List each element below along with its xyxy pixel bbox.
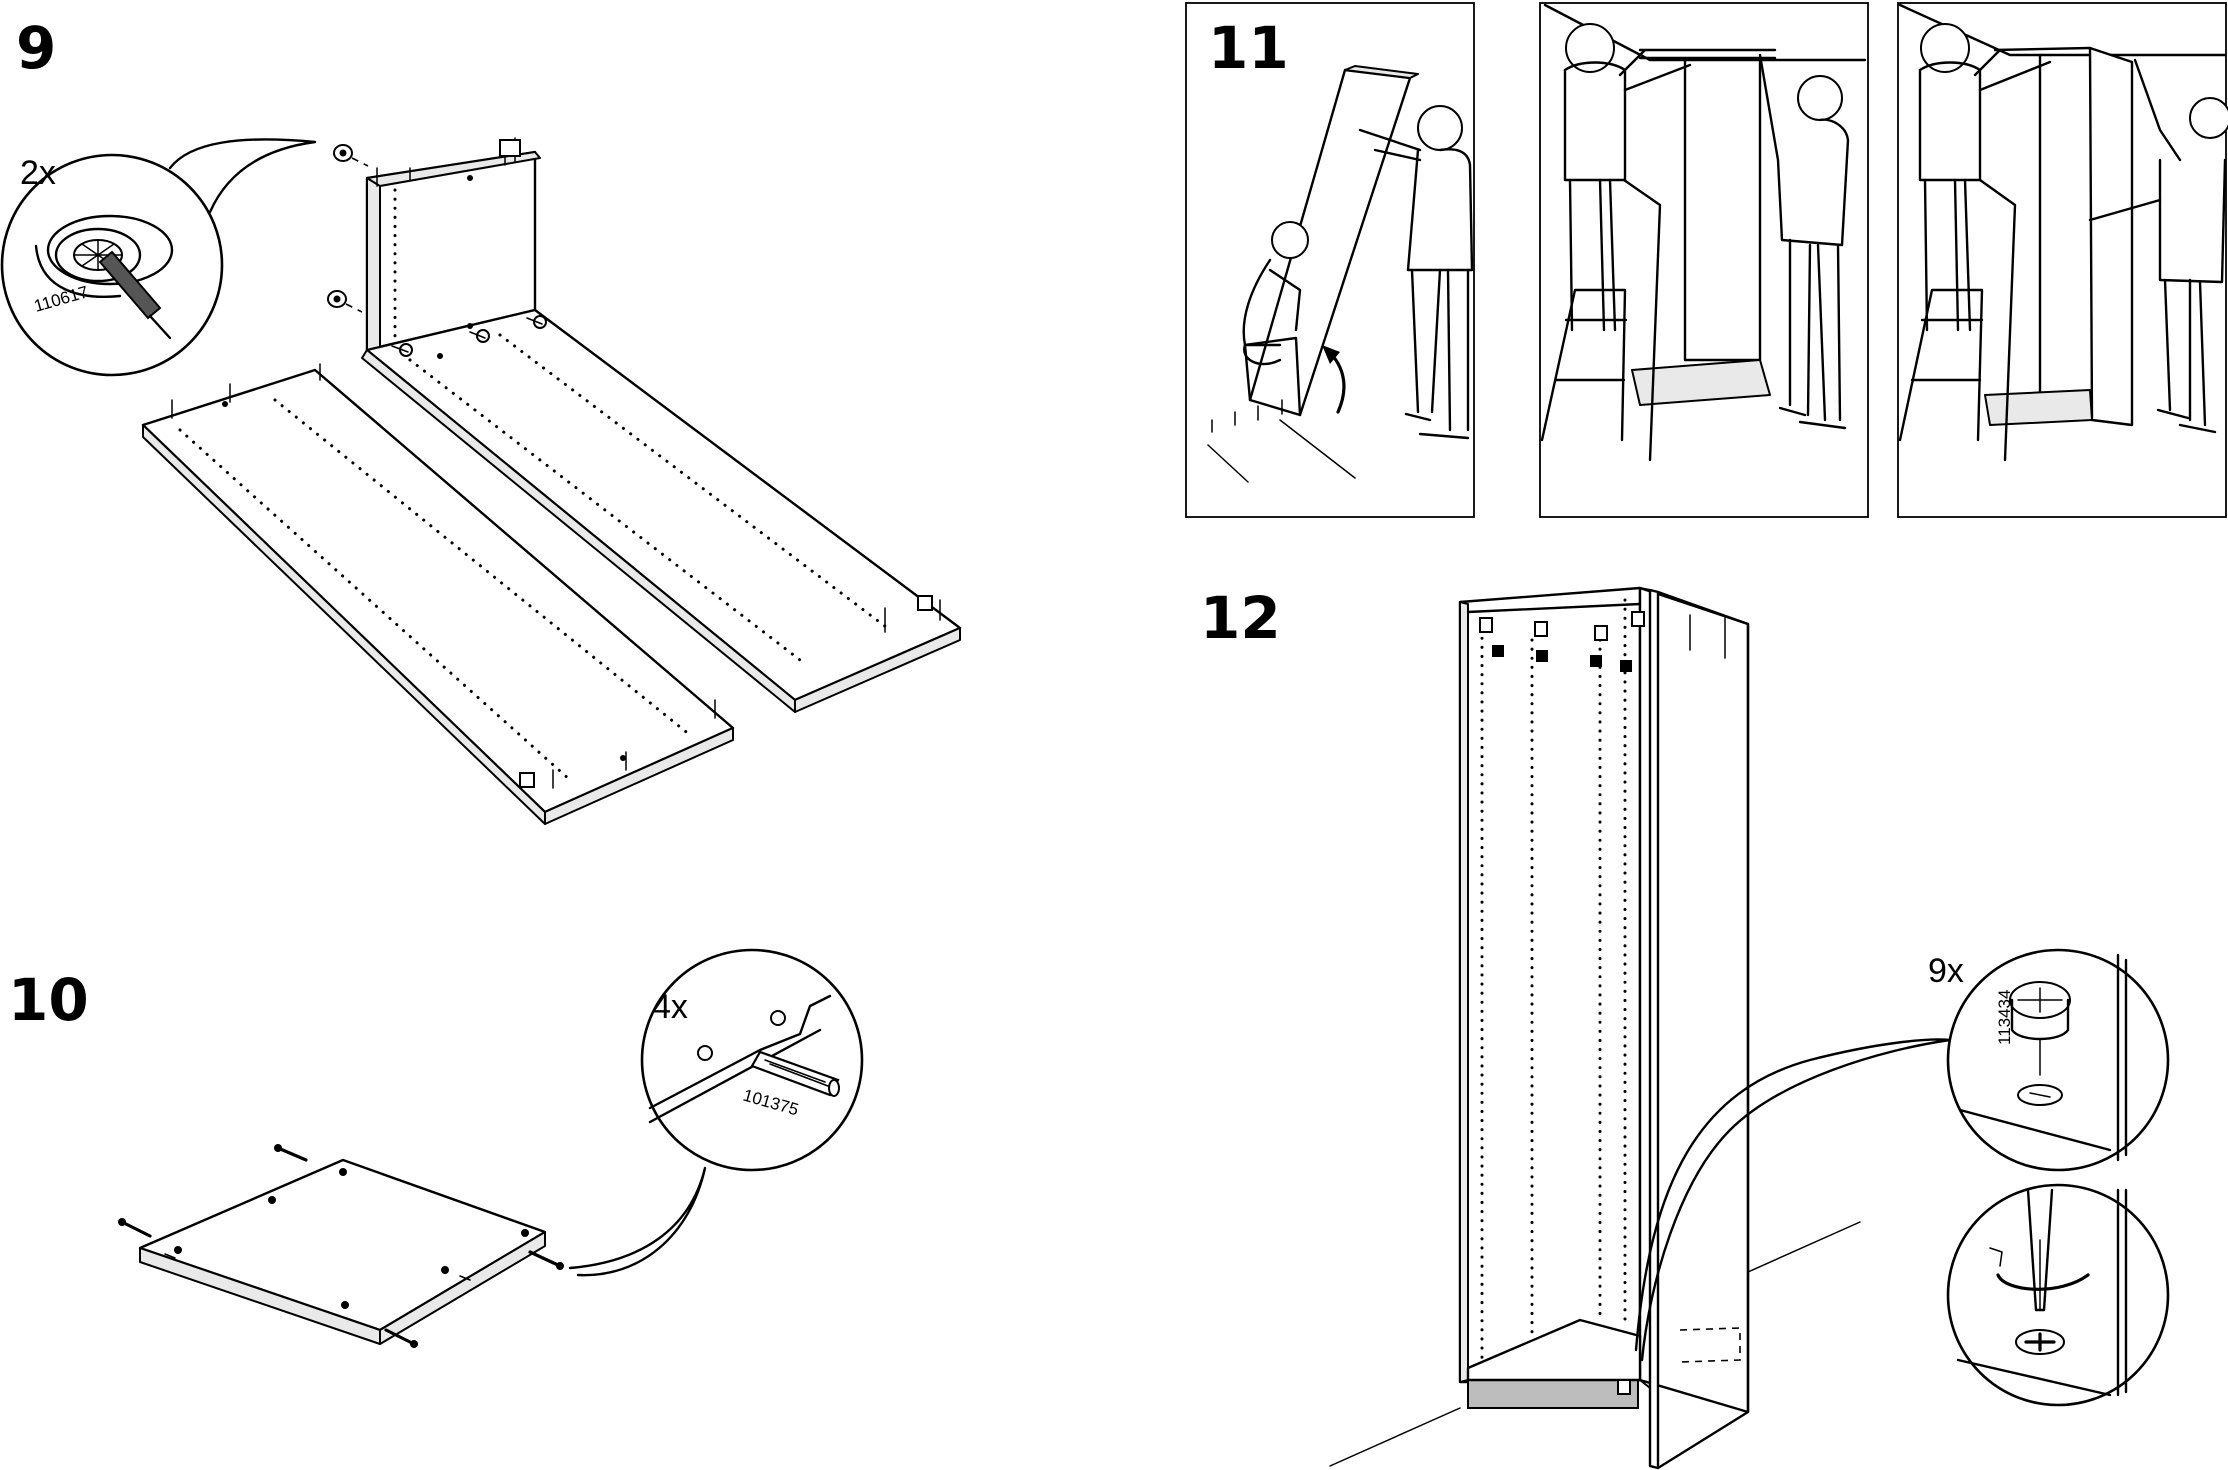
person-kneeling	[1242, 221, 1309, 366]
step-9: 9 2x 110617	[0, 14, 962, 825]
callout-quantity: 4x	[652, 988, 688, 1026]
callout-cam-turn	[1946, 1183, 2170, 1407]
cam-locks-top	[1479, 611, 1645, 1395]
step-10: 10 4x	[8, 948, 864, 1348]
glide-foot-lower	[327, 290, 363, 313]
rotate-arrow-icon	[1996, 1273, 2090, 1291]
callout-quantity: 9x	[1928, 952, 1964, 990]
long-panel-left	[141, 363, 735, 825]
side-panel-upright	[365, 137, 541, 357]
tilting-cabinet	[1207, 65, 1419, 483]
step-number-11: 11	[1208, 14, 1289, 82]
callout-part-number: 113434	[1995, 990, 2014, 1045]
person-on-ladder-2	[1540, 23, 1692, 462]
cabinet-standing-2	[1543, 3, 1867, 406]
step-11-panel-2	[1539, 2, 1869, 518]
cabinet-standing-3	[1898, 3, 2227, 427]
step-12: 12	[1200, 584, 2170, 1470]
glide-foot-upper	[333, 144, 369, 167]
person-standing	[1358, 105, 1474, 440]
callout-glide-foot: 2x 110617	[0, 138, 317, 377]
rotate-arrow-head	[1322, 345, 1340, 364]
callout-dowel: 4x 101375	[568, 948, 864, 1277]
cabinet-body	[1458, 586, 1750, 1470]
step-number-12: 12	[1200, 584, 1281, 652]
screwdriver-icon	[2026, 1188, 2054, 1312]
glide-foot-icon	[34, 214, 174, 340]
dowel-icon	[750, 1050, 840, 1097]
step-number-9: 9	[16, 14, 56, 82]
person-standing-3	[2088, 58, 2228, 434]
shelf-pins	[118, 1144, 564, 1348]
step-11: 11	[1185, 2, 2228, 518]
cam-lock-icon	[2009, 981, 2071, 1106]
shelf-board	[138, 1158, 547, 1345]
person-standing-2	[1758, 53, 1850, 430]
floor-line	[1329, 1221, 1861, 1467]
rotate-arrow-icon	[1330, 353, 1346, 414]
step-11-panel-3	[1897, 2, 2227, 518]
step-11-panel-1	[1185, 2, 1475, 518]
callout-cam-lock: 9x 113434	[1928, 948, 2170, 1172]
person-on-ladder-3	[1898, 23, 2052, 462]
long-panel-right	[361, 308, 962, 713]
step-number-10: 10	[8, 966, 89, 1034]
callout-quantity: 2x	[20, 154, 56, 192]
